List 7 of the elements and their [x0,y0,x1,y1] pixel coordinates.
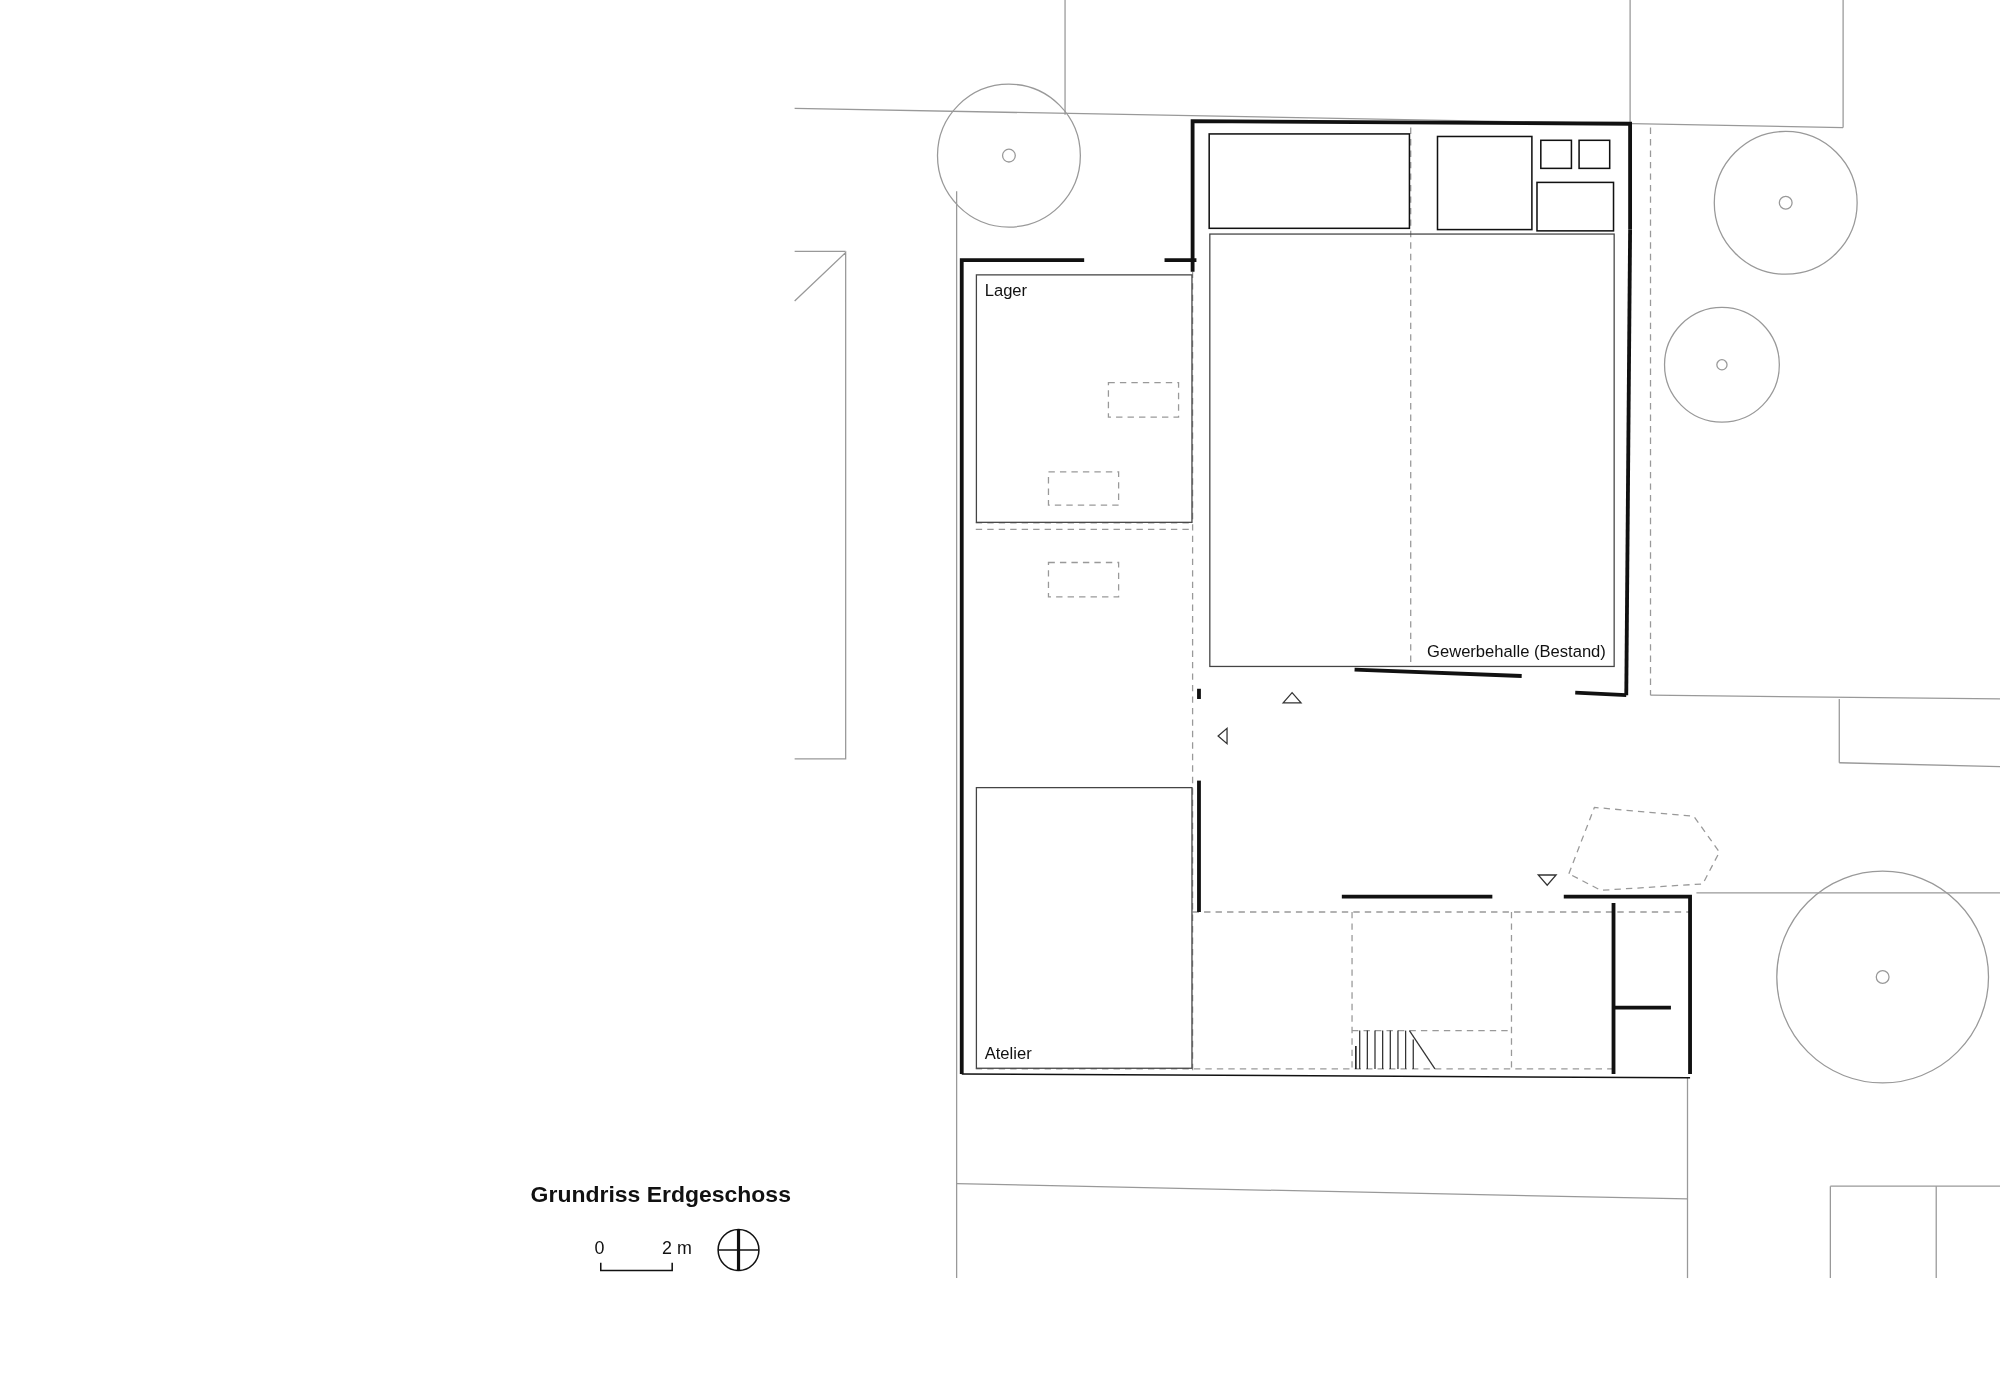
room-label: Lager [984,280,1028,300]
scale-label: 0 [594,1237,605,1258]
drawing-title: Grundriss Erdgeschoss [530,1181,791,1208]
room-outline [975,787,1193,1069]
room-label: Gewerbehalle (Bestand) [1427,641,1606,661]
room-label: Atelier [984,1043,1032,1063]
scale-label: 2 m [662,1237,692,1258]
